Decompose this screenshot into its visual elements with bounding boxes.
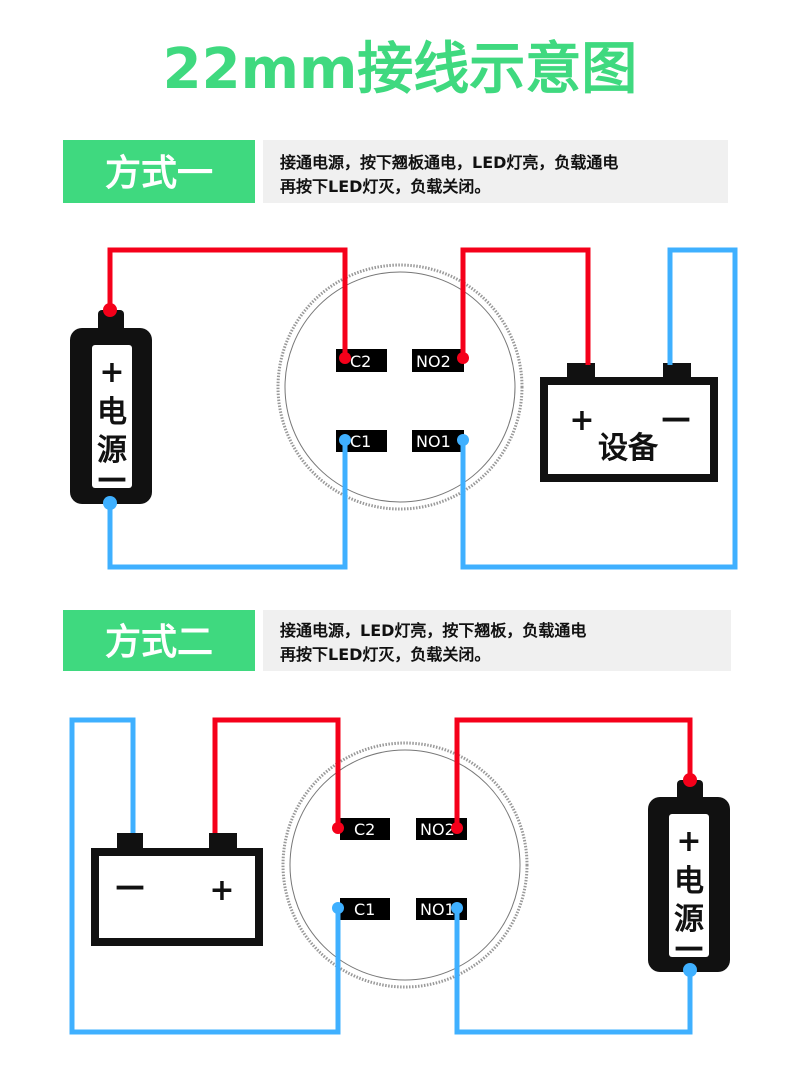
- power-minus: —: [674, 930, 704, 965]
- power-plus: +: [99, 355, 124, 390]
- switch-2: C2 NO2 C1 NO1: [281, 741, 529, 989]
- mode2-desc-line2: 再按下LED灯灭，负载关闭。: [280, 645, 490, 664]
- device-load-1: + — 设备: [540, 363, 718, 482]
- terminal-c2: C2: [350, 352, 371, 371]
- power-char2: 源: [97, 433, 127, 468]
- power-supply-2: + 电 源 —: [648, 780, 730, 972]
- terminal-c2: C2: [354, 820, 375, 839]
- mode2-header: 方式二 接通电源，LED灯亮，按下翘板，负载通电 再按下LED灯灭，负载关闭。: [63, 610, 731, 671]
- mode1-label: 方式一: [105, 153, 213, 194]
- switch-1: C2 NO2 C1 NO1: [276, 263, 524, 511]
- device-label: 设备: [598, 431, 659, 466]
- mode2-label: 方式二: [105, 622, 213, 663]
- power-plus: +: [676, 824, 701, 859]
- mode1-header: 方式一 接通电源，按下翘板通电，LED灯亮，负载通电 再按下LED灯灭，负载关闭…: [63, 140, 728, 203]
- power-char1: 电: [674, 864, 704, 899]
- terminal-no2: NO2: [420, 820, 455, 839]
- page-title: 22mm接线示意图: [163, 37, 638, 102]
- device-plus: +: [569, 403, 594, 438]
- mode2-desc-line1: 接通电源，LED灯亮，按下翘板，负载通电: [280, 621, 586, 640]
- wires-1: [103, 247, 738, 570]
- power-supply-1: + 电 源 —: [70, 310, 152, 504]
- device-plus: +: [209, 873, 234, 908]
- power-minus: —: [97, 461, 127, 496]
- device-minus: —: [661, 401, 691, 436]
- terminal-no1: NO1: [416, 432, 451, 451]
- terminal-no1: NO1: [420, 900, 455, 919]
- terminal-c1: C1: [354, 900, 375, 919]
- terminal-c1: C1: [350, 432, 371, 451]
- power-char1: 电: [97, 395, 127, 430]
- wires-2: [69, 717, 697, 1035]
- device-minus: —: [115, 869, 145, 904]
- mode1-desc-line1: 接通电源，按下翘板通电，LED灯亮，负载通电: [280, 153, 618, 172]
- terminal-no2: NO2: [416, 352, 451, 371]
- mode1-desc-line2: 再按下LED灯灭，负载关闭。: [280, 177, 490, 196]
- power-char2: 源: [674, 902, 704, 937]
- device-load-2: — +: [91, 833, 263, 946]
